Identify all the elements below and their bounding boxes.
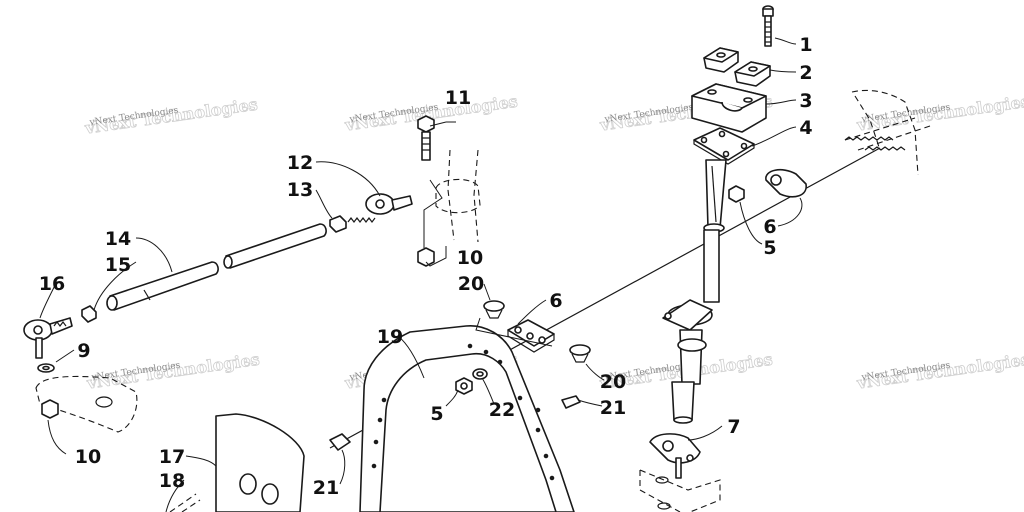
bracket-18 <box>169 493 201 512</box>
callout-1: 1 <box>799 34 812 56</box>
callout-15: 15 <box>105 254 131 276</box>
watermark-1: vNext Technologies vNext Technologies <box>83 94 259 138</box>
callout-13: 13 <box>287 179 313 201</box>
upper-mount-dashed <box>844 89 919 176</box>
spindle-arm-dashed <box>35 375 138 433</box>
callout-11: 11 <box>445 87 471 109</box>
watermark-5: vNext Technologies vNext Technologies <box>85 349 261 393</box>
tie-rod-end-threads-right <box>844 136 906 151</box>
callout-2: 2 <box>799 62 812 84</box>
washer-22 <box>472 368 488 380</box>
callout-19: 19 <box>377 326 403 348</box>
hose-clamp-20-upper <box>483 300 505 319</box>
watermarks: vNext Technologies vNext Technologies vN… <box>83 91 1024 393</box>
callout-6-center: 6 <box>549 290 562 312</box>
callout-17: 17 <box>159 446 185 468</box>
callout-16: 16 <box>39 273 65 295</box>
tie-rod-tube-14 <box>106 223 327 311</box>
tie-rod-end-16 <box>23 317 73 359</box>
nut-5-upper <box>728 185 745 203</box>
hose-clamp-20-lower <box>569 344 591 363</box>
jam-nut-13 <box>329 215 347 233</box>
bolt-11 <box>417 115 435 161</box>
bolt-1 <box>762 5 774 47</box>
frame-holes <box>371 343 555 481</box>
lock-nut-10-left <box>41 399 59 419</box>
clamp-6-center <box>507 319 555 353</box>
callout-labels: 1 2 3 4 6 5 11 12 13 14 15 16 9 10 10 20… <box>39 34 813 499</box>
spindle-bracket-dashed <box>435 149 481 243</box>
watermark-4: vNext Technologies vNext Technologies <box>855 91 1024 135</box>
panel-17 <box>215 413 305 512</box>
callout-22: 22 <box>489 399 515 421</box>
callout-9: 9 <box>77 340 90 362</box>
washer-9 <box>37 363 55 373</box>
callout-5-lower: 5 <box>430 403 443 425</box>
fitting-21-right <box>561 395 581 409</box>
callout-18: 18 <box>159 470 185 492</box>
callout-7: 7 <box>727 416 740 438</box>
leader-lines <box>39 37 803 512</box>
callout-4: 4 <box>799 117 812 139</box>
callout-3: 3 <box>799 90 812 112</box>
callout-12: 12 <box>287 152 313 174</box>
frame-19 <box>359 325 575 512</box>
callout-10-center: 10 <box>457 247 483 269</box>
callout-10-left: 10 <box>75 446 101 468</box>
jam-nut-15 <box>81 305 97 323</box>
callout-6-right: 6 <box>763 216 776 238</box>
watermark-8: vNext Technologies vNext Technologies <box>855 349 1024 393</box>
nut-5-lower <box>455 377 473 395</box>
callout-14: 14 <box>105 228 131 250</box>
bushing-block-3 <box>691 83 767 133</box>
mount-plate-4 <box>693 127 755 165</box>
callout-21-right: 21 <box>600 397 626 419</box>
tie-rod-end-12 <box>365 193 413 215</box>
callout-5-right: 5 <box>763 237 776 259</box>
lock-nut-10-center <box>417 247 435 267</box>
threaded-stud-upper <box>347 217 376 223</box>
clamp-6-upper <box>765 168 807 198</box>
callout-20-lower: 20 <box>600 371 626 393</box>
steering-arm-7 <box>649 433 701 479</box>
cap-block-2 <box>703 47 771 87</box>
lower-bracket-dashed <box>639 469 721 512</box>
callout-21-left: 21 <box>313 477 339 499</box>
steering-post <box>662 159 727 424</box>
callout-20-upper: 20 <box>458 273 484 295</box>
fitting-21-left <box>329 433 351 451</box>
